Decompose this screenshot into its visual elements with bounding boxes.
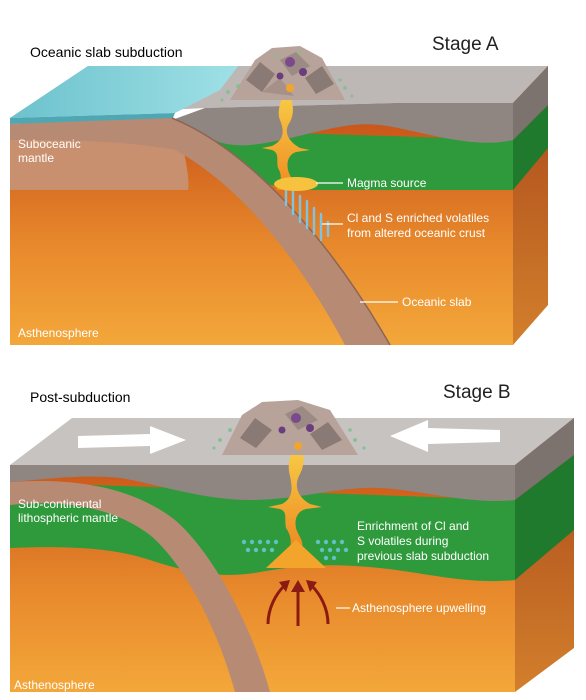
stage-a-magma-source	[274, 177, 318, 191]
stage-a-label: Stage A	[432, 34, 499, 55]
stage-b-block: Sub-continental lithospheric mantle Enri…	[10, 400, 574, 692]
stage-b-crust	[10, 465, 515, 502]
stage-b-label-asthenosphere: Asthenosphere	[14, 678, 95, 692]
stage-b-label-upwelling: Asthenosphere upwelling	[352, 601, 486, 615]
stage-a-label-volatiles-1: Cl and S enriched volatiles	[347, 211, 489, 225]
stage-b-label-enrichment-2: S volatiles during	[357, 534, 448, 548]
stage-a-block: Suboceanic mantle Magma source Cl and S …	[10, 46, 548, 346]
stage-b-volcanic-ash	[212, 428, 366, 450]
stage-b-label-enrichment-3: previous slab subduction	[357, 549, 489, 563]
stage-a-title: Oceanic slab subduction	[30, 44, 183, 60]
stage-a-ocean-front	[10, 113, 175, 124]
stage-a-label-asthenosphere: Asthenosphere	[18, 326, 99, 340]
stage-b-label-mantle-2: lithospheric mantle	[18, 511, 118, 525]
stage-a-volcano	[230, 46, 345, 100]
stage-a-magma-conduit	[262, 85, 310, 190]
stage-b-label-mantle-1: Sub-continental	[18, 497, 101, 511]
stage-b-label: Stage B	[443, 382, 511, 403]
stage-a-label-oceanic-slab: Oceanic slab	[402, 295, 472, 309]
stage-b-right-face-top	[515, 418, 574, 500]
stage-a-leader-lines	[316, 182, 398, 303]
stage-b-right-face-green	[515, 455, 574, 580]
stage-b-label-enrichment-1: Enrichment of Cl and	[357, 519, 469, 533]
stage-a-label-volatiles-2: from altered oceanic crust	[347, 226, 486, 240]
stage-b-magma-conduit	[268, 438, 322, 548]
stage-b-upwelling-arrows	[266, 580, 330, 626]
stage-a-label-mantle-2: mantle	[18, 151, 54, 165]
stage-b-arrow-right	[390, 420, 500, 452]
stage-b-title: Post-subduction	[30, 389, 131, 405]
stage-a-right-face-top	[513, 66, 548, 140]
stage-a-right-face-green	[513, 105, 548, 190]
stage-a-oceanic-slab	[10, 118, 390, 345]
stage-a-label-magma-source: Magma source	[347, 176, 427, 190]
stage-a-ocean	[10, 66, 238, 118]
stage-b-relict-slab	[10, 480, 270, 692]
stage-a-slab-upper-edge	[171, 117, 391, 346]
stage-a-volcanic-ash	[220, 50, 354, 102]
stage-b-volatile-dots	[241, 539, 349, 561]
stage-b-arrow-left	[78, 426, 186, 454]
stage-a-crust	[172, 103, 513, 146]
stage-b-magma-source	[266, 540, 326, 568]
stage-b-volcano	[222, 400, 358, 455]
stage-a-label-mantle-1: Suboceanic	[18, 137, 81, 151]
